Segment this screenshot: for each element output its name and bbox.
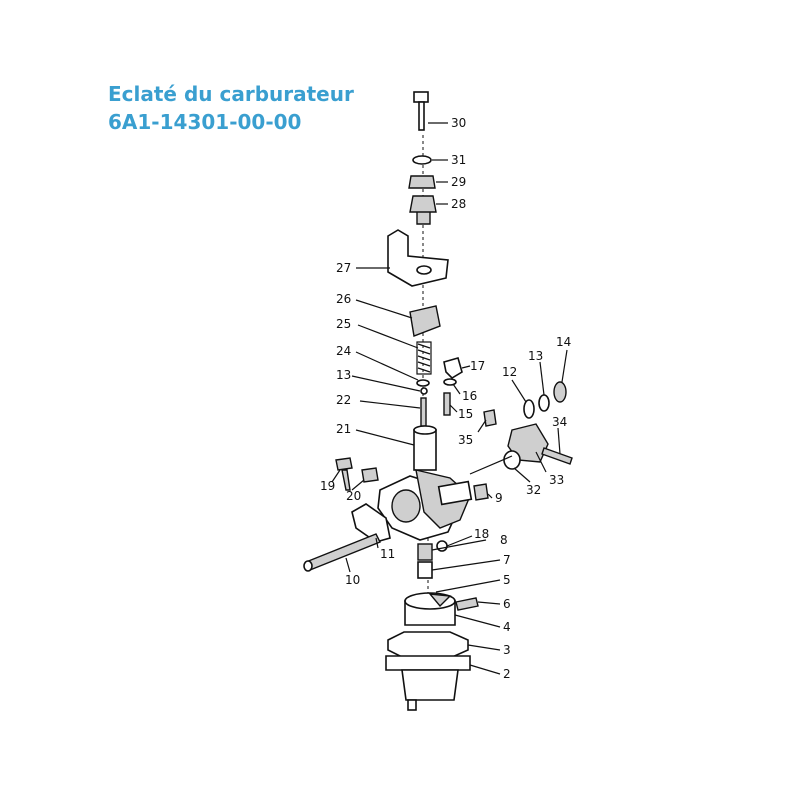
part-fitting-28 bbox=[409, 195, 437, 225]
part-number: 6A1-14301-00-00 bbox=[108, 110, 302, 134]
part-carburetor-body bbox=[377, 469, 473, 541]
callout-25: 25 bbox=[336, 317, 351, 331]
callout-33: 33 bbox=[549, 473, 564, 487]
part-screw-35 bbox=[483, 409, 497, 427]
callout-35: 35 bbox=[458, 433, 473, 447]
callout-13: 13 bbox=[336, 368, 351, 382]
part-jet-8 bbox=[417, 543, 433, 561]
part-bracket-27 bbox=[387, 229, 449, 287]
callout-24: 24 bbox=[336, 344, 351, 358]
callout-16: 16 bbox=[462, 389, 477, 403]
diagram-title: Eclaté du carburateur bbox=[108, 82, 354, 106]
callout-20: 20 bbox=[346, 489, 361, 503]
part-needle-6 bbox=[455, 597, 479, 611]
callout-18: 18 bbox=[474, 527, 489, 541]
callout-21: 21 bbox=[336, 422, 351, 436]
part-plate-11 bbox=[351, 503, 391, 543]
callout-14: 14 bbox=[556, 335, 571, 349]
callout-9: 9 bbox=[495, 491, 503, 505]
part-shaft-10 bbox=[303, 533, 381, 572]
leader-lines bbox=[331, 122, 568, 675]
part-needle-22 bbox=[420, 397, 427, 427]
part-washer-18 bbox=[436, 540, 448, 552]
part-clip-24 bbox=[416, 379, 430, 387]
part-screw-20 bbox=[361, 467, 379, 483]
callout-15: 15 bbox=[458, 407, 473, 421]
part-screw-19 bbox=[335, 457, 353, 491]
callout-13b: 13 bbox=[528, 349, 543, 363]
part-elbow-17 bbox=[443, 357, 463, 380]
callout-34: 34 bbox=[552, 415, 567, 429]
part-nut-29 bbox=[408, 175, 436, 189]
part-washer-13b bbox=[538, 394, 550, 412]
callout-11: 11 bbox=[380, 547, 395, 561]
part-holder-26 bbox=[409, 305, 441, 337]
callout-17: 17 bbox=[470, 359, 485, 373]
part-ring-16 bbox=[443, 378, 457, 386]
callout-2: 2 bbox=[503, 667, 511, 681]
part-bowl-2 bbox=[385, 655, 471, 711]
callout-12: 12 bbox=[502, 365, 517, 379]
callout-32: 32 bbox=[526, 483, 541, 497]
callout-26: 26 bbox=[336, 292, 351, 306]
callout-29: 29 bbox=[451, 175, 466, 189]
part-screw-34 bbox=[541, 447, 573, 465]
callout-28: 28 bbox=[451, 197, 466, 211]
callout-19: 19 bbox=[320, 479, 335, 493]
part-slide-21 bbox=[413, 425, 437, 471]
callout-5: 5 bbox=[503, 573, 511, 587]
part-spring-25 bbox=[416, 341, 432, 375]
part-screw-9 bbox=[473, 483, 489, 501]
callout-7: 7 bbox=[503, 553, 511, 567]
part-washer-31 bbox=[412, 155, 432, 165]
callout-27: 27 bbox=[336, 261, 351, 275]
part-cap-14 bbox=[553, 381, 567, 403]
part-gasket-3 bbox=[387, 631, 469, 659]
callout-4: 4 bbox=[503, 620, 511, 634]
part-screw-30 bbox=[413, 91, 429, 131]
callout-8: 8 bbox=[500, 533, 508, 547]
part-jet-15 bbox=[443, 392, 451, 416]
part-jet-7 bbox=[417, 561, 433, 579]
callout-30: 30 bbox=[451, 116, 466, 130]
callout-10: 10 bbox=[345, 573, 360, 587]
part-ring-13 bbox=[420, 387, 428, 395]
part-pin-5 bbox=[428, 593, 452, 608]
part-washer-12 bbox=[523, 399, 535, 419]
part-lever-33 bbox=[507, 423, 549, 463]
part-oring-32 bbox=[503, 450, 521, 470]
callout-22: 22 bbox=[336, 393, 351, 407]
callout-6: 6 bbox=[503, 597, 511, 611]
callout-3: 3 bbox=[503, 643, 511, 657]
callout-31: 31 bbox=[451, 153, 466, 167]
